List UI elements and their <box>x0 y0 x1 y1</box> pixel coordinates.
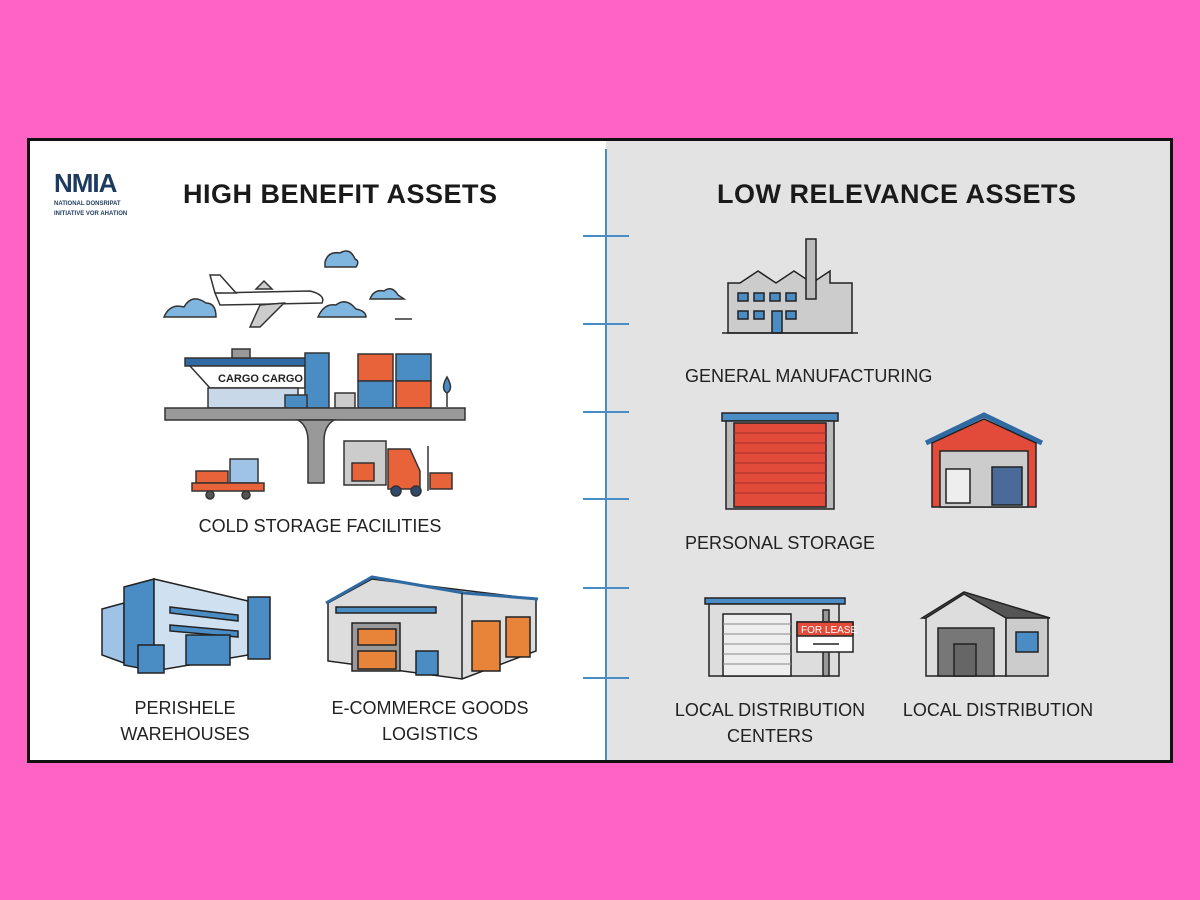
local-distribution-label: LOCAL DISTRIBUTION <box>902 700 1094 720</box>
low-relevance-panel <box>606 141 1170 760</box>
general-manufacturing-label: GENERAL MANUFACTURING <box>685 366 933 386</box>
logo-name: NMIA <box>54 168 117 198</box>
personal-storage-label: PERSONAL STORAGE <box>684 533 876 553</box>
divider-tick <box>583 411 629 413</box>
divider-tick <box>583 235 629 237</box>
storage-shed-icon <box>924 412 1044 508</box>
for-lease-sign: FOR LEASE <box>801 625 857 636</box>
for-lease-building-icon: FOR LEASE <box>704 597 857 677</box>
cold-storage-label: COLD STORAGE FACILITIES <box>198 516 442 536</box>
perishable-warehouses-label: PERISHELE WAREHOUSES <box>120 698 250 744</box>
airport-cargo-hub-icon: CARGO CARGO <box>162 250 466 500</box>
logo: NMIA NATIONAL DONSRIPAT INITIATIVE VOR A… <box>54 167 127 219</box>
logistics-warehouse-icon <box>325 575 539 680</box>
divider-tick <box>583 677 629 679</box>
ecommerce-logistics-label: E-COMMERCE GOODS LOGISTICS <box>331 698 529 744</box>
logo-line2: INITIATIVE VOR AHATION <box>54 211 128 217</box>
small-warehouse-icon <box>919 591 1051 677</box>
logo-line1: NATIONAL DONSRIPAT <box>54 201 121 207</box>
cargo-sign: CARGO CARGO <box>218 373 303 385</box>
divider-line <box>605 149 607 760</box>
local-distribution-centers-label: LOCAL DISTRIBUTION CENTERS <box>674 700 866 746</box>
factory-icon <box>722 238 858 334</box>
infographic-frame: NMIA NATIONAL DONSRIPAT INITIATIVE VOR A… <box>27 138 1173 763</box>
divider-tick <box>583 323 629 325</box>
divider-tick <box>583 587 629 589</box>
high-benefit-title: HIGH BENEFIT ASSETS <box>183 179 498 209</box>
cold-warehouse-icon <box>101 578 271 674</box>
low-relevance-title: LOW RELEVANCE ASSETS <box>717 179 1077 209</box>
storage-unit-icon <box>721 412 839 510</box>
divider-tick <box>583 498 629 500</box>
